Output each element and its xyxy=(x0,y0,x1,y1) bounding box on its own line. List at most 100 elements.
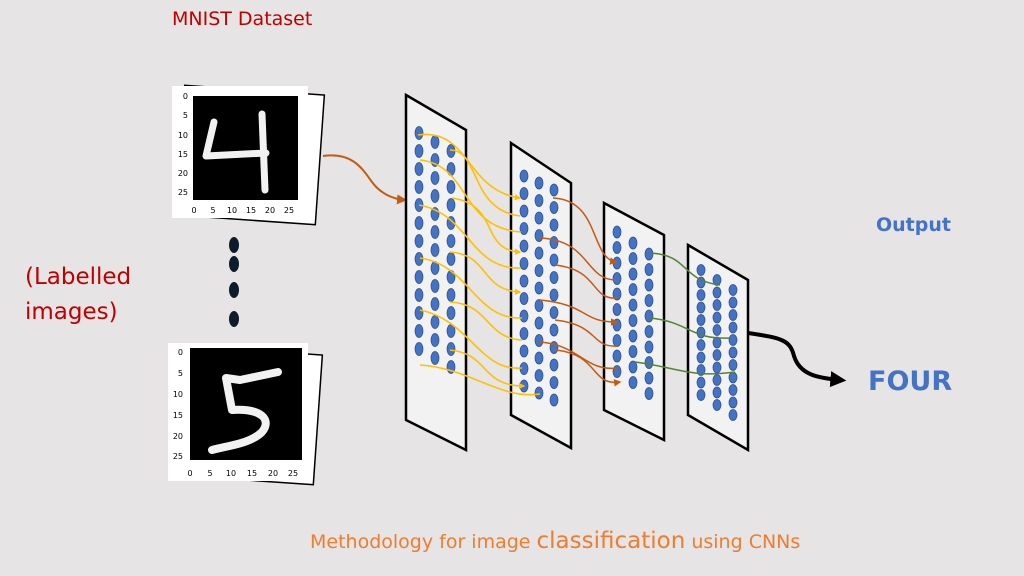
tick-label: 5 xyxy=(207,469,212,478)
neuron xyxy=(696,264,706,276)
neuron xyxy=(446,306,456,320)
neuron xyxy=(446,234,456,248)
neuron xyxy=(712,361,722,374)
sample-image-five: 0 5 10 15 20 25 0 5 10 15 20 25 xyxy=(168,343,324,486)
neuron xyxy=(628,252,638,265)
neuron xyxy=(519,257,529,270)
neuron xyxy=(696,301,706,314)
input-arrow xyxy=(322,154,407,205)
output-arrow xyxy=(747,331,847,388)
neuron xyxy=(549,306,559,319)
neuron xyxy=(728,321,738,334)
neuron xyxy=(446,216,456,230)
neuron xyxy=(696,289,706,301)
tick-label: 10 xyxy=(226,469,236,478)
neuron xyxy=(446,180,456,194)
output-label: Output xyxy=(876,214,951,236)
neuron xyxy=(696,376,706,389)
neuron xyxy=(430,135,440,149)
neuron xyxy=(414,270,424,284)
neuron xyxy=(628,329,638,343)
neuron xyxy=(712,324,722,336)
dataset-title: MNIST Dataset xyxy=(172,8,313,30)
neuron xyxy=(644,294,654,307)
neuron xyxy=(549,183,559,197)
neuron xyxy=(430,351,440,365)
neuron xyxy=(612,225,622,239)
neuron xyxy=(430,297,440,311)
caption: Methodology for image classification usi… xyxy=(310,528,800,554)
neuron xyxy=(628,283,638,296)
layer-2-neurons xyxy=(519,169,559,407)
neuron xyxy=(612,318,622,332)
neuron xyxy=(644,325,654,338)
tick-label: 25 xyxy=(284,206,294,215)
neuron xyxy=(712,399,722,411)
neuron xyxy=(430,243,440,257)
neuron xyxy=(612,303,622,316)
neuron xyxy=(712,311,722,324)
neuron xyxy=(549,288,559,302)
neuron xyxy=(549,271,559,284)
neuron xyxy=(628,236,638,250)
tick-label: 25 xyxy=(178,188,188,197)
neuron xyxy=(712,374,722,386)
neuron xyxy=(549,323,559,337)
neuron xyxy=(446,198,456,212)
neuron xyxy=(549,218,559,232)
neuron xyxy=(712,349,722,361)
neuron xyxy=(712,286,722,299)
tick-label: 5 xyxy=(178,369,183,378)
neuron xyxy=(644,356,654,369)
five-x-ticks: 0 5 10 15 20 25 xyxy=(187,469,298,478)
neuron xyxy=(549,236,559,249)
neuron xyxy=(414,288,424,302)
tick-label: 20 xyxy=(178,169,188,178)
tick-label: 5 xyxy=(183,111,188,120)
neuron xyxy=(414,306,424,320)
neuron xyxy=(728,346,738,359)
neuron xyxy=(446,342,456,356)
neuron xyxy=(414,144,424,158)
neuron xyxy=(612,256,622,270)
neuron xyxy=(728,296,738,309)
neuron xyxy=(519,204,529,218)
neuron xyxy=(430,315,440,329)
neuron xyxy=(696,351,706,364)
labelled-images-line1: (Labelled xyxy=(25,264,132,290)
connections-layer1-to-layer2 xyxy=(417,133,541,396)
neuron xyxy=(644,340,654,354)
neuron xyxy=(628,298,638,312)
sample-image-four: 0 5 10 15 20 25 0 5 10 15 20 25 xyxy=(172,84,326,226)
neuron xyxy=(414,216,424,230)
neuron xyxy=(519,222,529,235)
neuron xyxy=(549,376,559,389)
tick-label: 0 xyxy=(178,348,183,357)
neuron xyxy=(728,359,738,371)
neuron xyxy=(534,299,544,312)
neuron xyxy=(628,267,638,281)
neuron xyxy=(430,333,440,347)
ellipsis-dots xyxy=(229,237,239,327)
tick-label: 0 xyxy=(187,469,192,478)
neuron xyxy=(696,339,706,351)
neuron xyxy=(549,358,559,372)
neuron xyxy=(519,344,529,358)
neuron xyxy=(628,314,638,327)
neuron xyxy=(612,272,622,285)
neuron xyxy=(696,314,706,326)
neuron xyxy=(728,409,738,421)
neuron xyxy=(728,384,738,396)
tick-label: 0 xyxy=(191,206,196,215)
neuron xyxy=(446,288,456,302)
neuron xyxy=(612,241,622,254)
neuron xyxy=(728,309,738,321)
neuron xyxy=(612,349,622,363)
labelled-images-label: (Labelled images) xyxy=(25,260,131,330)
connections-layer3-to-layer4 xyxy=(634,252,736,375)
neuron xyxy=(430,225,440,239)
neuron xyxy=(534,369,544,382)
connections-layer2-to-layer3 xyxy=(539,197,622,387)
neuron xyxy=(644,263,654,276)
